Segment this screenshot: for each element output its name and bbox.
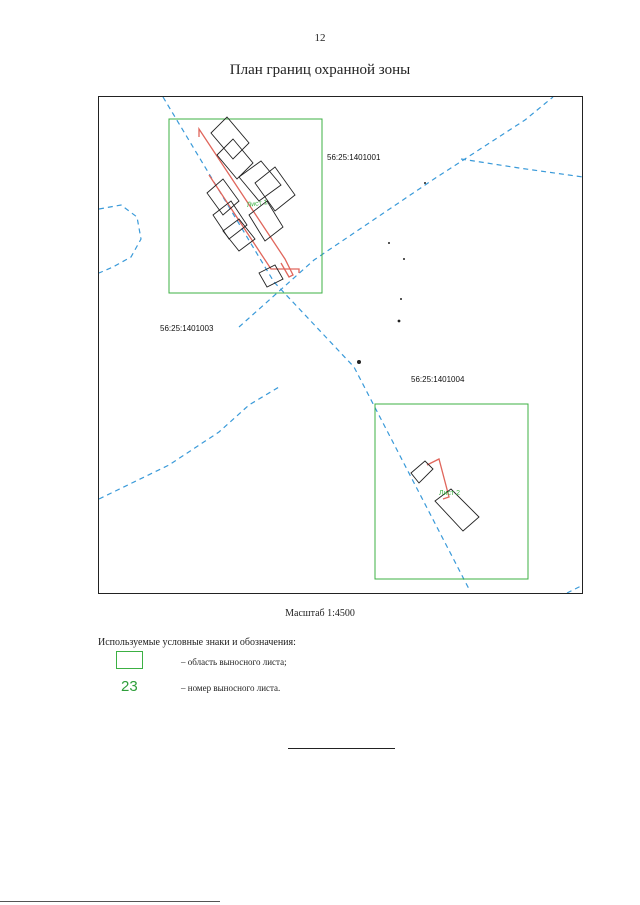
sheet-frame-1 (168, 118, 323, 294)
legend-title: Используемые условные знаки и обозначени… (98, 637, 296, 648)
building (434, 488, 480, 532)
building (206, 178, 240, 216)
page-number: 12 (314, 32, 326, 44)
sheet-frames (168, 118, 529, 580)
building (222, 218, 256, 252)
dot (397, 319, 401, 323)
building (254, 166, 296, 212)
map-dots (357, 182, 426, 364)
boundary-line (162, 97, 470, 590)
legend-sheet-number-symbol: 23 (121, 678, 138, 695)
boundary-line (99, 204, 142, 274)
dot (357, 360, 361, 364)
map-scale: Масштаб 1:4500 (285, 608, 355, 619)
zone-outline (198, 126, 294, 278)
signature-line (288, 748, 395, 749)
building (248, 200, 284, 242)
boundary-line (460, 158, 582, 178)
legend-sheet-area-symbol (116, 651, 143, 669)
cadastral-boundaries (99, 97, 582, 593)
parcel-label-1401001: 56:25:1401001 (327, 153, 381, 162)
parcel-label-1401003: 56:25:1401003 (160, 324, 214, 333)
dot (403, 258, 405, 260)
parcel-label-1401004: 56:25:1401004 (411, 375, 465, 384)
legend-sheet-area-text: – область выносного листа; (181, 657, 287, 667)
building (216, 138, 254, 180)
page-title: План границ охранной зоны (229, 62, 411, 78)
building (410, 460, 434, 484)
boundary-line (238, 97, 554, 328)
sheet-frame-2 (374, 403, 529, 580)
dot (400, 298, 402, 300)
building (258, 264, 284, 288)
boundary-line (566, 584, 582, 593)
zone-outline (208, 174, 300, 273)
legend-sheet-number-text: – номер выносного листа. (181, 683, 281, 693)
boundary-line (99, 386, 280, 500)
sheet-label: Лист 2 (439, 490, 460, 497)
buildings (206, 116, 480, 532)
scan-edge-line (0, 901, 220, 902)
sheet-label: Лист 1 (246, 199, 268, 209)
map-drawing: Лист 1 Лист 2 (99, 97, 582, 593)
building (210, 116, 250, 160)
protection-zone (198, 126, 450, 500)
dot (424, 182, 426, 184)
zone-outline (426, 458, 450, 500)
map-frame: Лист 1 Лист 2 56:25:1401001 56:25:140100… (98, 96, 583, 594)
building (238, 160, 282, 202)
dot (388, 242, 390, 244)
